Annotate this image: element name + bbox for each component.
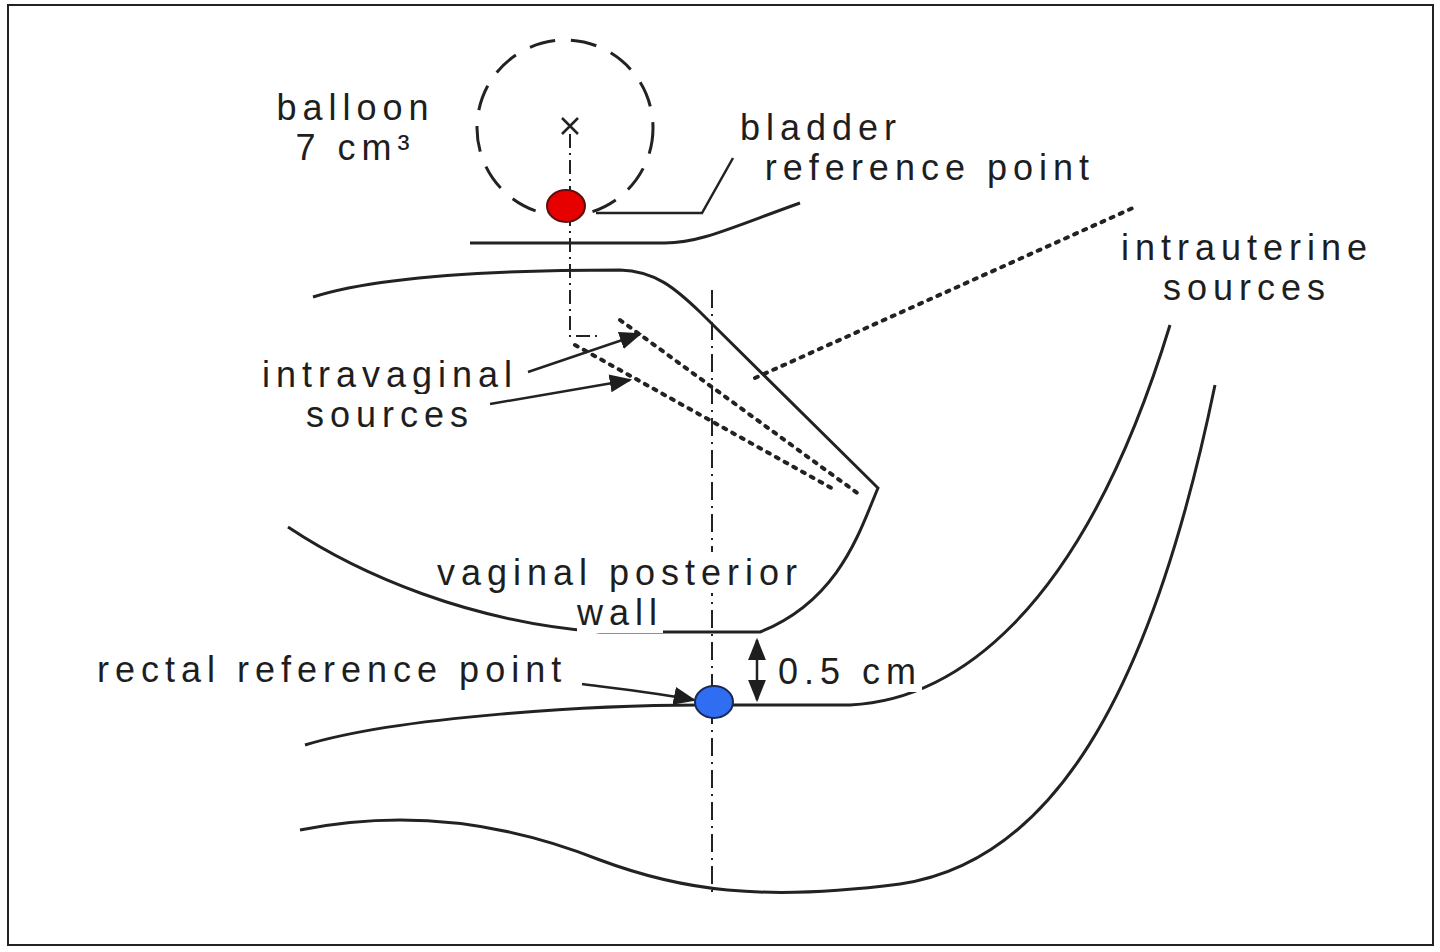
- axis-line: [570, 134, 600, 336]
- source-train: [575, 345, 835, 490]
- intravaginal-label: intravaginal sources: [245, 355, 535, 436]
- dimension-arrow: [756, 640, 759, 700]
- source-train: [620, 320, 860, 495]
- leader-line: [582, 684, 694, 700]
- source-train: [755, 207, 1135, 378]
- leader-line: [596, 158, 733, 213]
- balloon-center-mark: [562, 118, 578, 134]
- frame: [8, 5, 1433, 945]
- label-text: intrauterine sources: [1121, 227, 1373, 308]
- vaginal-wall-label: vaginal posterior wall: [420, 553, 820, 634]
- rectal-wall: [300, 385, 1215, 892]
- label-text: 0.5 cm: [778, 651, 922, 692]
- pointer-arrow: [528, 334, 640, 372]
- label-text: vaginal posterior wall: [437, 552, 803, 633]
- label-text: bladder reference point: [740, 107, 1095, 188]
- label-text: rectal reference point: [97, 649, 567, 690]
- label-text: balloon 7 cm³: [276, 87, 434, 168]
- intrauterine-label: intrauterine sources: [1102, 228, 1392, 309]
- dimension-label: 0.5 cm: [778, 652, 922, 692]
- rectal-label: rectal reference point: [97, 650, 567, 690]
- bladder-point: [547, 190, 585, 222]
- label-text: intravaginal sources: [262, 354, 518, 435]
- bladder-label: bladder reference point: [740, 108, 1095, 189]
- rectal-point: [695, 686, 733, 718]
- bladder-wall: [470, 203, 800, 243]
- balloon-label: balloon 7 cm³: [268, 88, 443, 169]
